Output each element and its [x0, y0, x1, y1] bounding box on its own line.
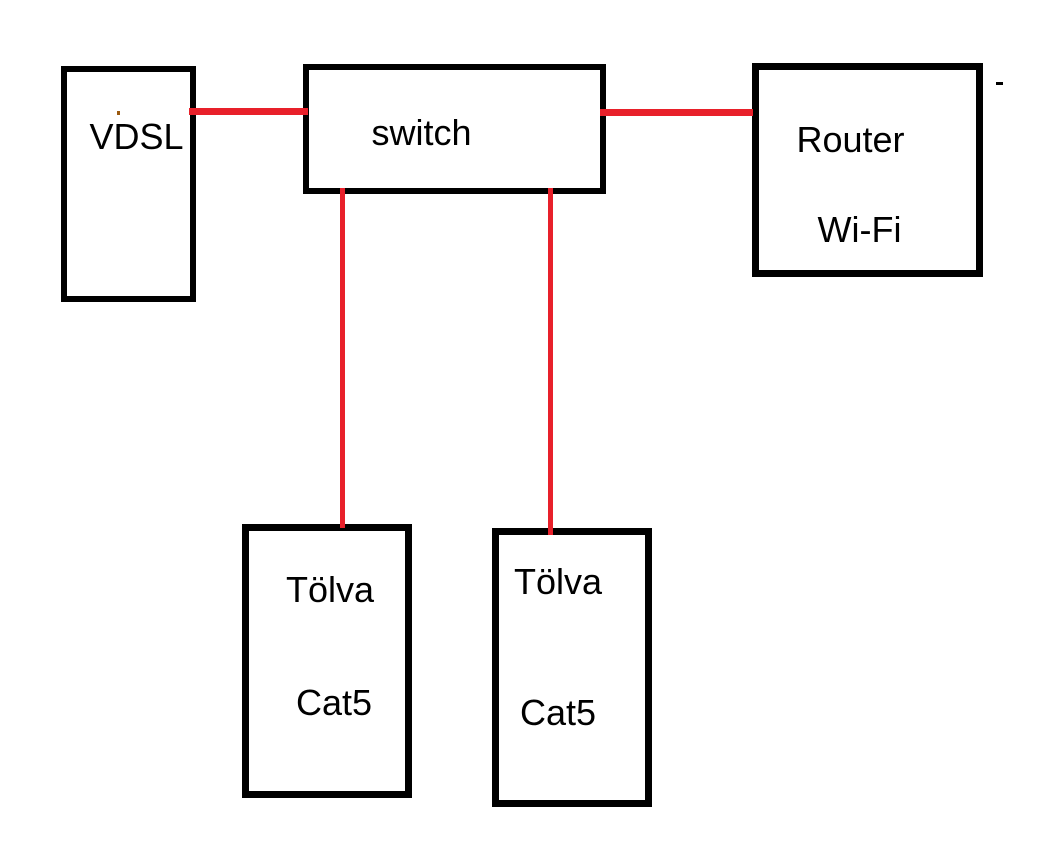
edge-switch-tolva-left [340, 188, 345, 528]
node-tolva-right-label: Tölva [513, 561, 603, 602]
node-vdsl: VDSL [61, 66, 196, 302]
node-tolva-right-sublabel: Cat5 [519, 692, 597, 733]
node-tolva-left: Tölva Cat5 [242, 524, 412, 798]
edge-vdsl-switch [189, 108, 308, 115]
edge-switch-router [600, 109, 753, 116]
node-switch-label: switch [371, 112, 472, 153]
node-router-label: Router [796, 119, 905, 160]
node-router: Router Wi-Fi [752, 63, 983, 277]
stray-dot-mark [117, 111, 120, 115]
node-tolva-left-sublabel: Cat5 [295, 682, 373, 723]
node-vdsl-label: VDSL [89, 116, 184, 157]
stray-dash-mark [996, 82, 1003, 85]
edge-switch-tolva-right [548, 188, 553, 535]
node-switch: switch [303, 64, 606, 194]
node-router-sublabel: Wi-Fi [817, 209, 902, 250]
node-tolva-right: Tölva Cat5 [492, 528, 652, 807]
node-tolva-left-label: Tölva [285, 569, 375, 610]
